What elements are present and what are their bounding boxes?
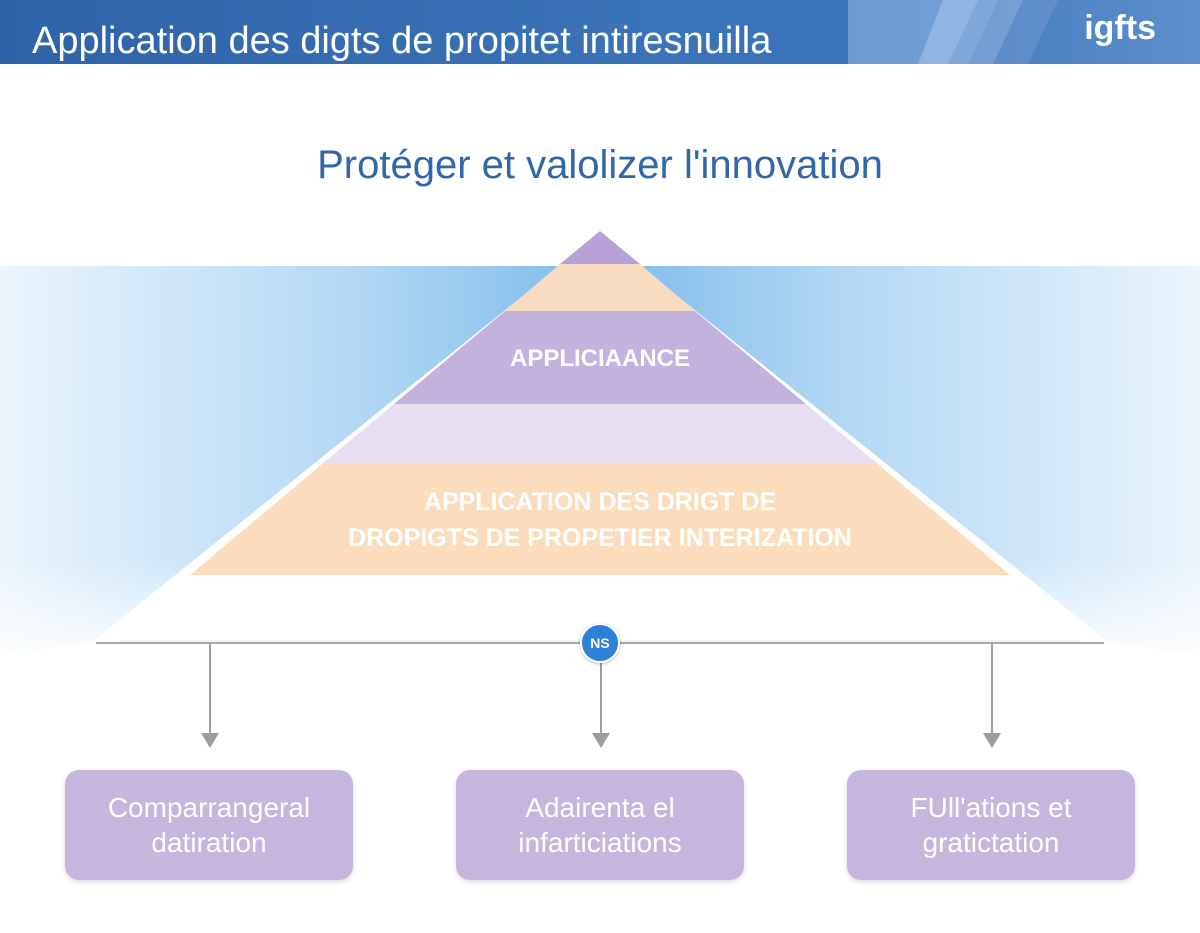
- left-light-wing: [0, 266, 560, 655]
- outcome-box-2: Adairenta el infarticiations: [456, 770, 744, 880]
- ns-badge: NS: [580, 623, 620, 663]
- outcome-box-3: FUll'ations et gratictation: [847, 770, 1135, 880]
- arrow-center: [592, 663, 610, 748]
- outcome-box-3-line1: FUll'ations et: [910, 792, 1072, 823]
- outcome-box-3-line2: gratictation: [922, 827, 1060, 858]
- outcome-box-2-line1: Adairenta el: [525, 792, 675, 823]
- arrow-right: [983, 643, 1001, 748]
- outcome-box-1: Comparrangeral datiration: [65, 770, 353, 880]
- header-bar: Application des digts de propitet intire…: [0, 0, 1200, 64]
- pyramid-light-lavender-layer: [322, 404, 878, 464]
- outcome-box-1-line2: datiration: [151, 827, 267, 858]
- right-light-wing: [640, 266, 1200, 655]
- pyramid-base-label-line1: APPLICATION DES DRIGT DE: [423, 488, 777, 516]
- pyramid-base-label-line2: DROPIGTS DE PROPETIER INTERIZATION: [348, 524, 852, 552]
- pyramid-base-label: APPLICATION DES DRIGT DE DROPIGTS DE PRO…: [0, 484, 1200, 556]
- pyramid-base-peach-layer: [190, 464, 1010, 575]
- header-decoration: [848, 0, 1058, 64]
- pyramid-lavender-layer: [394, 311, 806, 404]
- brand-logo: igfts: [1084, 9, 1156, 47]
- pyramid-white-base: [108, 575, 1092, 640]
- arrow-left: [201, 643, 219, 748]
- pyramid-top-label: APPLICIAANCE: [509, 345, 690, 372]
- pyramid-peak-layer: [560, 231, 640, 264]
- page-title: Application des digts de propitet intire…: [32, 20, 772, 62]
- outcome-box-2-line2: infarticiations: [518, 827, 682, 858]
- outcome-box-1-line1: Comparrangeral: [107, 792, 311, 823]
- pyramid-peach-layer: [505, 264, 695, 311]
- diagram-subtitle: Protéger et valolizer l'innovation: [317, 143, 883, 187]
